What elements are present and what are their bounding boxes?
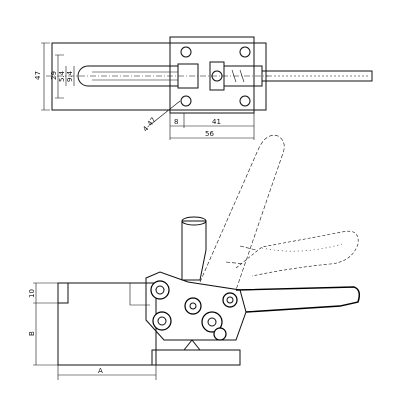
top-view: 47 29 5.4 9.4 4-47 8 41 56 — [34, 36, 373, 140]
handle-open-phantom — [199, 135, 285, 291]
mount-hole-bottom-left — [180, 95, 192, 107]
handle-open-detail — [225, 245, 257, 265]
post-top — [181, 216, 207, 226]
body-groove — [129, 283, 150, 306]
dim-29: 29 — [50, 71, 58, 80]
dim-8: 8 — [174, 118, 178, 126]
dim-line-B — [33, 303, 58, 366]
side-view: 10 B A — [28, 135, 361, 380]
pivot-right — [222, 292, 238, 308]
clamp-body — [57, 282, 157, 366]
mounting-plate — [169, 36, 255, 114]
plate-slot — [77, 65, 179, 87]
mount-hole-bottom-right — [239, 95, 251, 107]
dim-line-10 — [33, 282, 58, 304]
body-step — [57, 282, 69, 304]
handle-closed — [235, 286, 361, 313]
leader-4-47 — [149, 100, 181, 126]
pivot-lower-left-pin — [157, 316, 167, 326]
dim-line-47 — [41, 42, 50, 111]
pivot-upper-left-pin — [155, 285, 165, 295]
handle-mid-texture — [261, 243, 343, 252]
mount-hole-top-right — [239, 46, 251, 58]
pivot-lower-right — [201, 311, 223, 333]
pivot-center — [184, 297, 202, 315]
dim-A: A — [98, 367, 103, 375]
dim-9-4: 9.4 — [66, 70, 74, 82]
dim-47: 47 — [34, 71, 42, 80]
dim-5-4: 5.4 — [58, 70, 66, 82]
vertical-post — [181, 220, 207, 281]
dim-B: B — [28, 331, 36, 336]
dim-line-29 — [55, 54, 64, 99]
dim-56: 56 — [205, 130, 214, 138]
pivot-bottom — [213, 327, 227, 341]
pivot-upper-left — [150, 280, 170, 300]
dim-41: 41 — [212, 118, 221, 126]
handle-rod — [261, 70, 373, 82]
pivot-lower-right-pin — [207, 317, 217, 327]
pivot-center-pin — [189, 302, 197, 310]
pivot-right-pin — [226, 296, 234, 304]
base-plate-outline — [51, 42, 267, 111]
pivot-lower-left — [152, 311, 172, 331]
base-notch — [183, 339, 201, 351]
mount-hole-top-left — [180, 46, 192, 58]
dim-10: 10 — [28, 289, 36, 298]
dim-ext-lines — [169, 113, 255, 140]
dim-line-A — [57, 365, 157, 380]
slot-inner-lines — [92, 71, 178, 81]
dim-4-47: 4-47 — [141, 116, 157, 133]
handle-mid-phantom — [235, 230, 359, 277]
clamp-base — [151, 349, 241, 366]
